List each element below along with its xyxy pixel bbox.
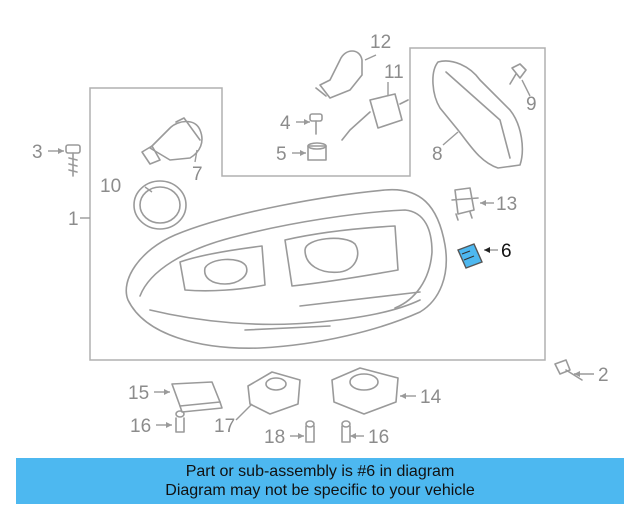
screw-part-9 <box>509 63 527 85</box>
callout-11: 11 <box>384 62 404 83</box>
ballast-part-14 <box>331 367 399 415</box>
callout-8: 8 <box>432 144 443 165</box>
callout-15: 15 <box>128 383 149 404</box>
callout-18: 18 <box>264 427 285 448</box>
callout-13: 13 <box>496 194 517 215</box>
notice-banner: Part or sub-assembly is #6 in diagram Di… <box>16 458 624 504</box>
bolt-part-2 <box>554 359 583 381</box>
callout-17: 17 <box>214 416 235 437</box>
housing-cover-part-8 <box>432 60 524 169</box>
callout-16-left: 16 <box>130 416 151 437</box>
bolt-part-18 <box>305 420 315 443</box>
screw-part-3 <box>65 144 81 177</box>
callout-1: 1 <box>68 209 79 230</box>
notice-line-2: Diagram may not be specific to your vehi… <box>165 482 475 499</box>
bulb-part-12 <box>315 50 363 99</box>
clip-part-13 <box>451 187 479 221</box>
assembly-frame <box>89 47 546 361</box>
callout-3: 3 <box>32 142 43 163</box>
callout-14: 14 <box>420 387 442 408</box>
ballast-part-17 <box>247 371 301 415</box>
control-unit-part-15 <box>171 381 223 413</box>
bolt-part-16-right <box>341 420 351 443</box>
nut-part-5 <box>307 142 327 161</box>
notice-line-1: Part or sub-assembly is #6 in diagram <box>185 463 455 480</box>
callout-6: 6 <box>501 241 512 262</box>
bolt-part-16-left <box>175 410 185 433</box>
bracket-part-6-highlighted <box>457 243 483 269</box>
callout-7: 7 <box>192 164 203 185</box>
screw-part-4 <box>309 113 323 135</box>
callout-16-right: 16 <box>368 427 389 448</box>
callout-12: 12 <box>370 32 391 53</box>
xenon-bulb-part-11 <box>341 93 409 141</box>
callout-10: 10 <box>100 176 121 197</box>
callout-4: 4 <box>280 113 291 134</box>
bulb-socket <box>141 117 203 165</box>
callout-9: 9 <box>526 94 537 115</box>
sealing-ring <box>133 180 187 230</box>
callout-5: 5 <box>276 144 287 165</box>
callout-2: 2 <box>598 365 609 386</box>
headlamp-housing <box>125 188 447 349</box>
